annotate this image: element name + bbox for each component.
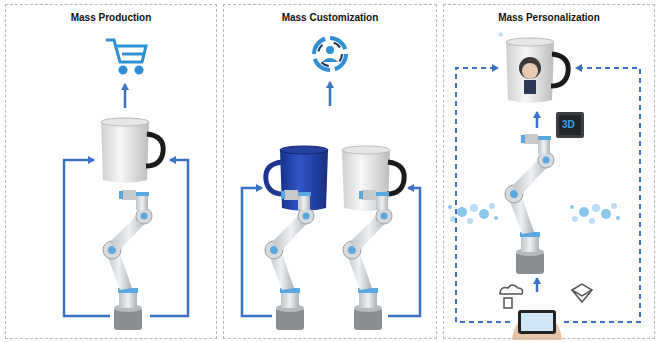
printer-3d bbox=[556, 112, 584, 138]
phone-hands bbox=[512, 310, 562, 340]
cart-icon bbox=[106, 40, 146, 73]
panel-box: Mass Production bbox=[5, 4, 217, 339]
customer-icon bbox=[314, 38, 346, 70]
panel-title: Mass Customization bbox=[224, 12, 436, 23]
svg-text:*: * bbox=[498, 31, 503, 42]
panel-box: Mass Customization bbox=[223, 4, 437, 339]
printer-label: 3D bbox=[562, 119, 575, 130]
panel-title: Mass Personalization bbox=[444, 12, 654, 23]
panel-box: Mass Personalization bbox=[443, 4, 655, 339]
panel-title: Mass Production bbox=[6, 12, 216, 23]
personal-mug: * bbox=[498, 31, 568, 103]
cloud-icons bbox=[500, 284, 592, 308]
